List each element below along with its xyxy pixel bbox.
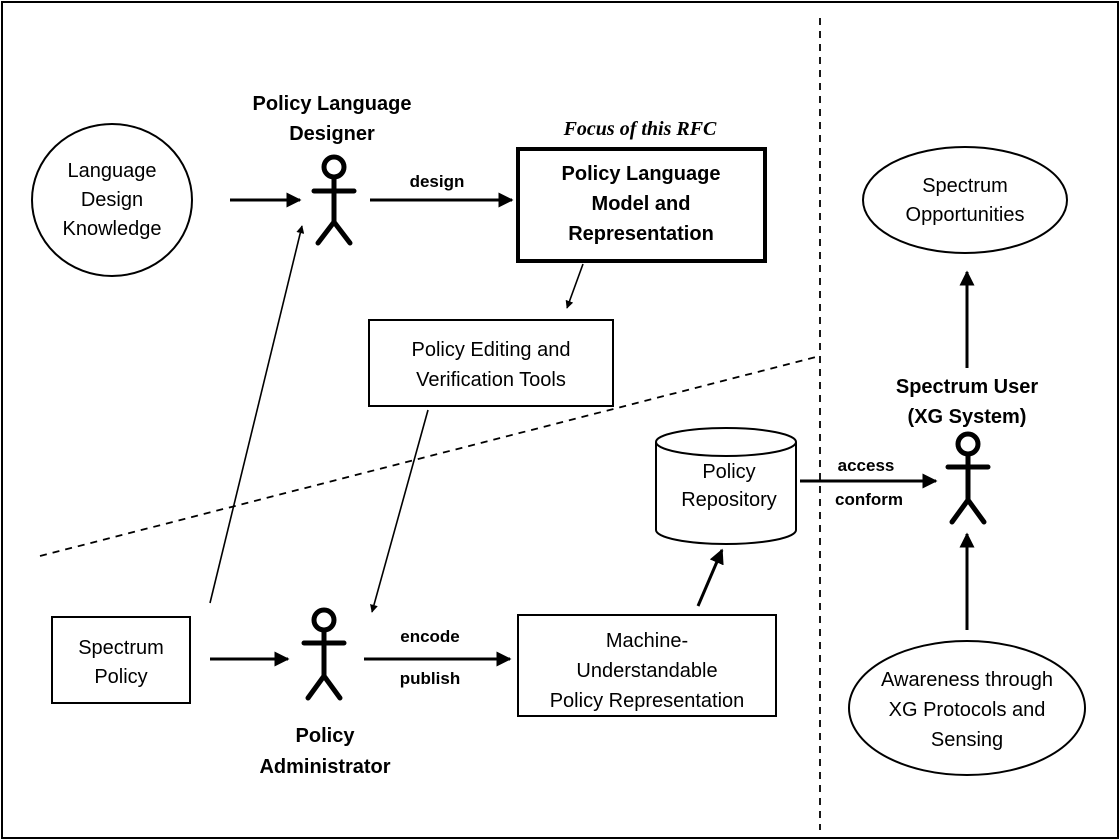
- node-text-line: Policy: [702, 461, 755, 483]
- edge-label-conform: conform: [835, 490, 903, 509]
- spectrum-user-label-line1: Spectrum User: [896, 376, 1038, 398]
- node-text-line: Design: [81, 189, 143, 211]
- node-text-line: Policy Editing and: [412, 339, 571, 361]
- arrow-model-to-tools: [565, 263, 584, 309]
- arrow-spectrum-policy-to-designer: [209, 225, 305, 604]
- edge-label-publish: publish: [400, 669, 460, 688]
- node-text-line: Machine-: [606, 630, 688, 652]
- node-text-line: Policy Representation: [550, 690, 745, 712]
- node-text-line: Awareness through: [881, 669, 1053, 691]
- policy-repository-node: Policy Repository: [655, 427, 797, 545]
- spectrum-opportunities-node: Spectrum Opportunities: [862, 146, 1068, 254]
- administrator-label-line2: Administrator: [259, 756, 390, 778]
- node-text-line: Knowledge: [63, 218, 162, 240]
- language-design-knowledge-node: Language Design Knowledge: [31, 123, 193, 277]
- node-text-line: Language: [68, 160, 157, 182]
- node-text-line: Representation: [568, 223, 714, 245]
- diagonal-boundary-dashed: [39, 355, 821, 557]
- administrator-label-line1: Policy: [296, 725, 356, 747]
- node-text-line: Understandable: [576, 660, 717, 682]
- node-text-line: Opportunities: [906, 204, 1025, 226]
- spectrum-user-label-line2: (XG System): [908, 406, 1027, 428]
- spectrum-policy-node: Spectrum Policy: [51, 616, 191, 704]
- node-text-line: Policy Language: [562, 163, 721, 185]
- node-text-line: Policy: [94, 666, 147, 688]
- focus-caption: Focus of this RFC: [563, 118, 717, 140]
- edge-label-design: design: [410, 172, 465, 191]
- node-text-line: XG Protocols and: [889, 699, 1046, 721]
- designer-label-line2: Designer: [289, 123, 375, 145]
- policy-language-model-node: Policy Language Model and Representation: [516, 147, 767, 263]
- node-text-line: Model and: [592, 193, 691, 215]
- node-text-line: Verification Tools: [416, 369, 566, 391]
- node-text-line: Spectrum: [78, 637, 164, 659]
- awareness-node: Awareness through XG Protocols and Sensi…: [848, 640, 1086, 776]
- arrow-tools-to-administrator: [370, 409, 429, 613]
- edge-label-encode: encode: [400, 627, 460, 646]
- machine-representation-node: Machine- Understandable Policy Represent…: [517, 614, 777, 717]
- node-text-line: Sensing: [931, 729, 1003, 751]
- spectrum-user-actor-icon: [945, 431, 991, 525]
- designer-actor-icon: [311, 154, 357, 246]
- editing-tools-node: Policy Editing and Verification Tools: [368, 319, 614, 407]
- arrow-representation-to-repository: [696, 548, 724, 607]
- edge-label-access: access: [838, 456, 895, 475]
- administrator-actor-icon: [301, 607, 347, 701]
- node-text-line: Repository: [681, 489, 777, 511]
- node-text-line: Spectrum: [922, 175, 1008, 197]
- designer-label-line1: Policy Language: [253, 93, 412, 115]
